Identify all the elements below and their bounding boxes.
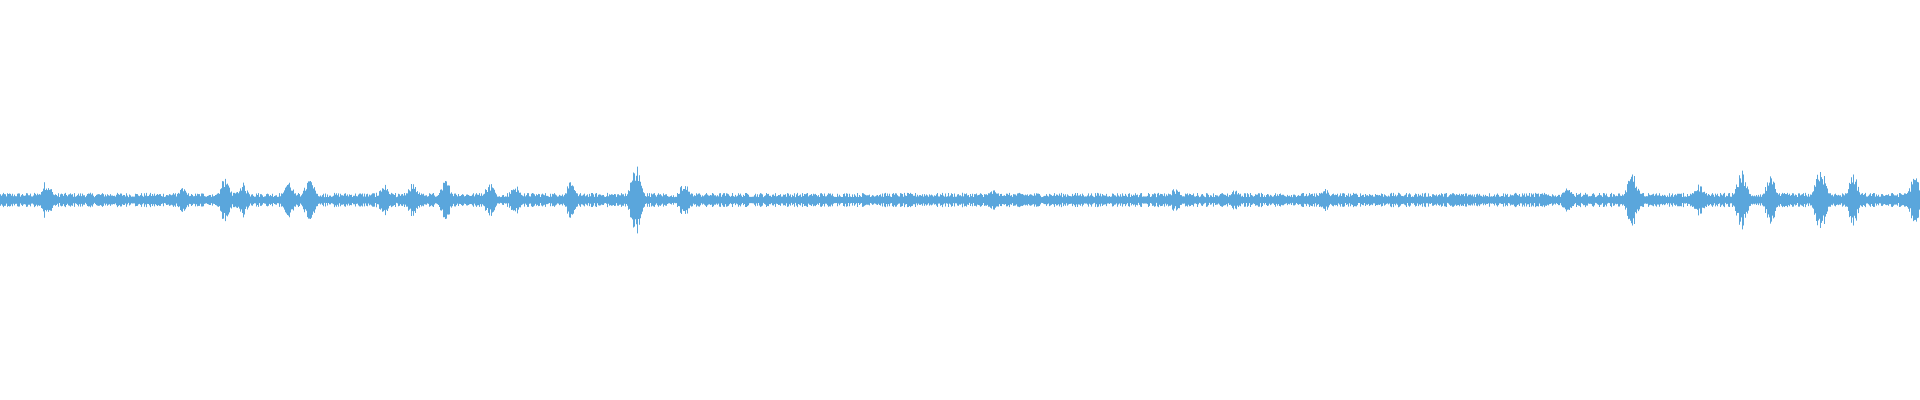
waveform-path [0,166,1920,234]
